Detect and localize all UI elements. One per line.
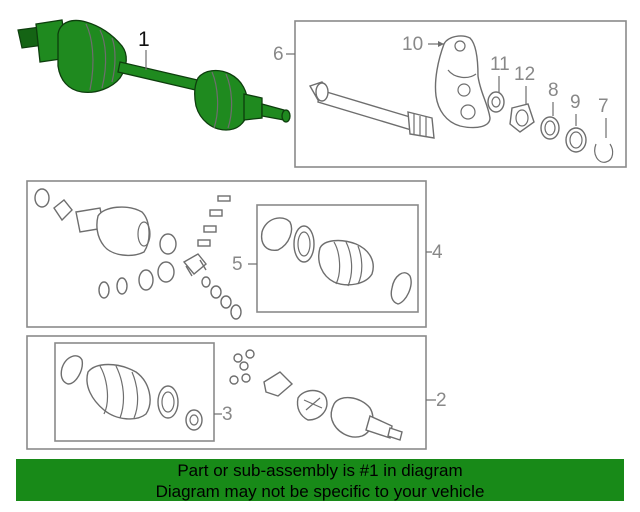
callout-3: 3: [222, 404, 233, 425]
inner-joint-kit-components[interactable]: [229, 349, 403, 441]
callout-8: 8: [548, 80, 559, 101]
boot-kit-components[interactable]: [260, 217, 412, 305]
outer-joint-kit-components[interactable]: [34, 188, 242, 320]
banner-line-1: Part or sub-assembly is #1 in diagram: [177, 461, 463, 480]
callout-12: 12: [514, 64, 535, 85]
vehicle-fitment-notice-banner: Part or sub-assembly is #1 in diagram Di…: [16, 459, 624, 501]
callout-5: 5: [232, 254, 243, 275]
axle-shaft-assembly-part-1[interactable]: [17, 19, 291, 131]
bearing-part-11[interactable]: [487, 91, 505, 113]
callout-2: 2: [436, 390, 447, 411]
callout-10: 10: [402, 34, 423, 55]
inner-boot-kit-components[interactable]: [60, 355, 203, 431]
boot-kit-group-box: [256, 204, 419, 313]
intermediate-shaft[interactable]: [308, 81, 435, 139]
callout-11: 11: [490, 54, 510, 75]
callout-7: 7: [598, 96, 609, 117]
exploded-parts-diagram: 1 6 10 11 12 8 9: [17, 19, 627, 450]
intermediate-shaft-group-box: [294, 20, 627, 168]
outer-joint-kit-group-box: [26, 180, 427, 328]
support-bracket-part-10[interactable]: [434, 35, 491, 129]
seal-plate-part-12[interactable]: [509, 103, 535, 133]
snap-ring-part-7[interactable]: [594, 143, 614, 163]
callout-4: 4: [432, 242, 443, 263]
seal-part-8[interactable]: [540, 116, 560, 140]
callout-9: 9: [570, 92, 581, 113]
inner-joint-kit-group-box: [26, 335, 427, 450]
callout-1: 1: [138, 28, 150, 51]
inner-boot-kit-group-box: [54, 342, 215, 442]
callout-6: 6: [273, 44, 284, 65]
washer-part-9[interactable]: [565, 127, 587, 153]
banner-line-2: Diagram may not be specific to your vehi…: [155, 482, 485, 501]
callout-arrow-10: [438, 41, 444, 47]
